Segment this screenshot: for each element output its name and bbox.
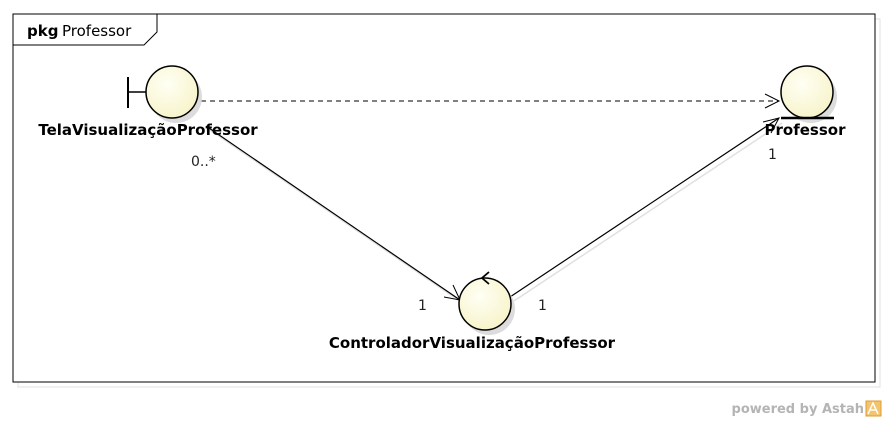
astah-logo-icon [865, 400, 882, 417]
boundary-label: TelaVisualizaçãoProfessor [38, 121, 258, 139]
association-control-entity[interactable] [509, 117, 780, 298]
entity-label: Professor [765, 121, 847, 139]
multiplicity-control-left: 1 [418, 298, 427, 314]
control-circle [458, 277, 512, 331]
package-name: Professor [62, 22, 132, 40]
association-shadow [209, 129, 465, 305]
entity-circle [780, 65, 834, 119]
package-keyword: pkg [27, 22, 58, 40]
multiplicity-boundary: 0..* [191, 154, 216, 170]
control-label: ControladorVisualizaçãoProfessor [329, 334, 616, 352]
multiplicity-entity: 1 [768, 147, 777, 163]
dependency-arrowhead [764, 93, 781, 109]
multiplicity-control-right: 1 [538, 298, 547, 314]
boundary-element[interactable]: TelaVisualizaçãoProfessor [38, 65, 258, 139]
package-tab [13, 14, 158, 46]
association-arrowhead-entity [762, 117, 780, 134]
boundary-circle [145, 65, 199, 119]
control-arrow-icon [480, 271, 490, 285]
association-boundary-control[interactable] [205, 125, 461, 301]
control-element[interactable]: ControladorVisualizaçãoProfessor [329, 271, 616, 352]
package-frame [12, 13, 876, 383]
watermark-text: powered by Astah [732, 402, 864, 417]
association-shadow [513, 122, 783, 302]
entity-element[interactable]: Professor [765, 65, 847, 139]
